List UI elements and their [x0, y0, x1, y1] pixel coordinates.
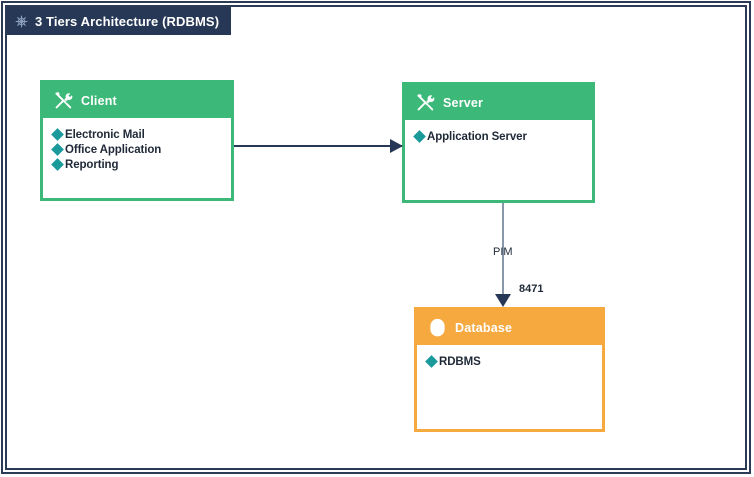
list-item[interactable]: Reporting: [51, 157, 231, 172]
connector-label-pim: PIM: [493, 246, 513, 258]
node-server[interactable]: Server Application Server: [402, 82, 595, 203]
connector-client-to-server-arrowhead: [390, 139, 403, 153]
list-item[interactable]: Application Server: [413, 129, 592, 144]
connector-client-to-server[interactable]: [234, 145, 402, 147]
node-client-body: Electronic Mail Office Application Repor…: [43, 118, 231, 198]
node-server-body: Application Server: [405, 120, 592, 200]
node-database[interactable]: Database RDBMS: [414, 307, 605, 432]
node-client-header: Client: [43, 83, 231, 118]
diamond-bullet-icon: [51, 158, 64, 171]
tools-icon: [416, 93, 435, 112]
diamond-bullet-icon: [413, 130, 426, 143]
window-frame-inner: [5, 5, 747, 470]
node-database-body: RDBMS: [417, 345, 602, 429]
diagram-title-label: 3 Tiers Architecture (RDBMS): [35, 13, 220, 29]
node-client-title: Client: [81, 93, 117, 108]
node-server-header: Server: [405, 85, 592, 120]
connector-label-port: 8471: [519, 283, 544, 295]
list-item-label: Application Server: [427, 130, 527, 143]
connector-server-to-database-arrowhead: [495, 294, 511, 307]
database-icon: [428, 317, 447, 339]
list-item-label: Electronic Mail: [65, 128, 145, 141]
connector-server-to-database[interactable]: [502, 203, 504, 298]
diagram-title-tab[interactable]: 3 Tiers Architecture (RDBMS): [7, 7, 232, 35]
node-server-title: Server: [443, 95, 484, 110]
diamond-bullet-icon: [425, 355, 438, 368]
asterisk-icon: [15, 15, 28, 28]
list-item-label: Office Application: [65, 143, 162, 156]
node-database-title: Database: [455, 320, 513, 335]
list-item[interactable]: Office Application: [51, 142, 231, 157]
list-item-label: RDBMS: [439, 355, 481, 368]
diamond-bullet-icon: [51, 128, 64, 141]
list-item[interactable]: RDBMS: [425, 354, 602, 369]
list-item[interactable]: Electronic Mail: [51, 127, 231, 142]
node-database-header: Database: [417, 310, 602, 345]
tools-icon: [54, 91, 73, 110]
list-item-label: Reporting: [65, 158, 119, 171]
diamond-bullet-icon: [51, 143, 64, 156]
node-client[interactable]: Client Electronic Mail Office Applicatio…: [40, 80, 234, 201]
